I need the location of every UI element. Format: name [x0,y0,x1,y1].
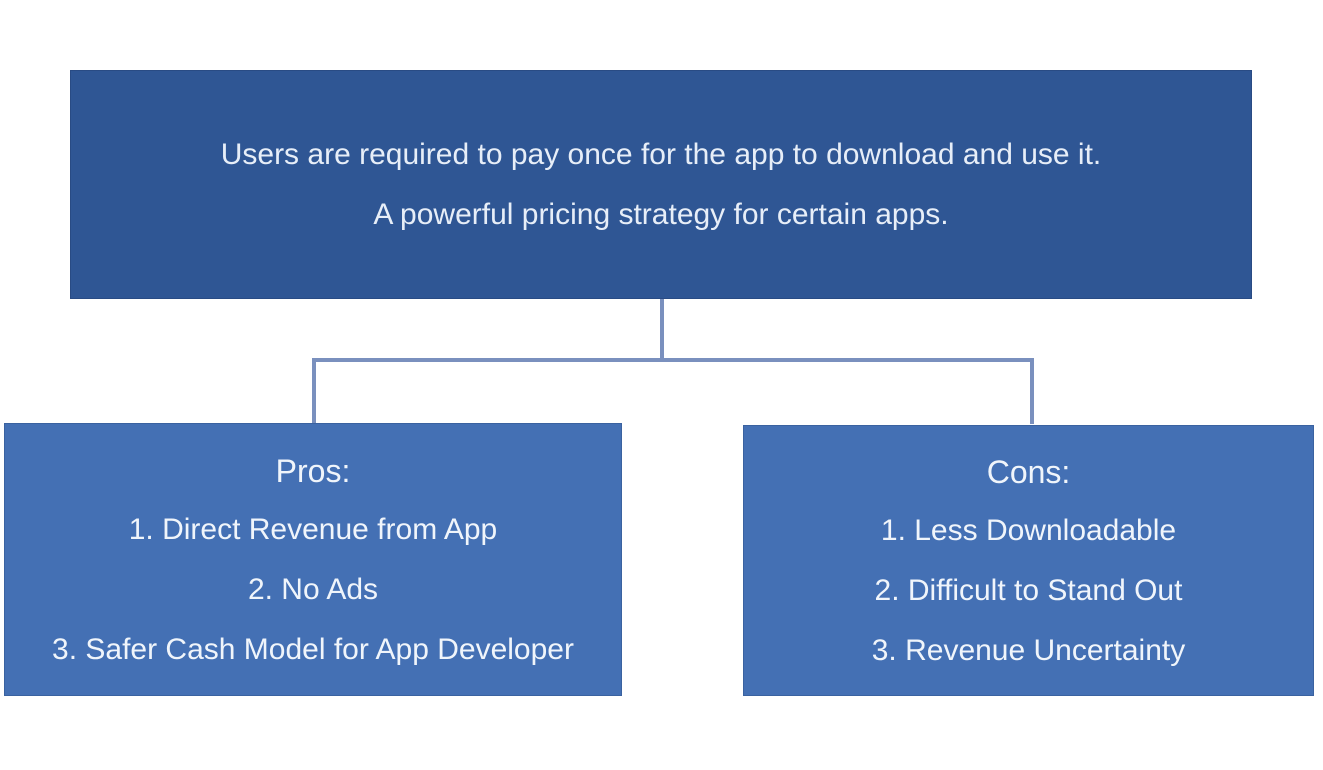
connector-horizontal-bar [312,358,1034,362]
connector-right-drop [1030,358,1034,424]
cons-item-2: 2. Difficult to Stand Out [874,573,1183,607]
pros-title: Pros: [275,452,351,489]
cons-title: Cons: [986,453,1071,490]
summary-box: Users are required to pay once for the a… [70,70,1252,299]
pros-item-2: 2. No Ads [247,572,379,606]
cons-box: Cons: 1. Less Downloadable 2. Difficult … [743,425,1314,696]
connector-stem [660,299,664,360]
connector-left-drop [312,358,316,424]
cons-item-1: 1. Less Downloadable [880,513,1177,547]
pros-item-1: 1. Direct Revenue from App [128,512,498,546]
summary-line-1: Users are required to pay once for the a… [220,137,1102,171]
pros-item-3: 3. Safer Cash Model for App Developer [52,632,574,666]
summary-line-2: A powerful pricing strategy for certain … [373,197,949,231]
cons-item-3: 3. Revenue Uncertainty [871,633,1186,667]
pros-box: Pros: 1. Direct Revenue from App 2. No A… [4,423,622,696]
